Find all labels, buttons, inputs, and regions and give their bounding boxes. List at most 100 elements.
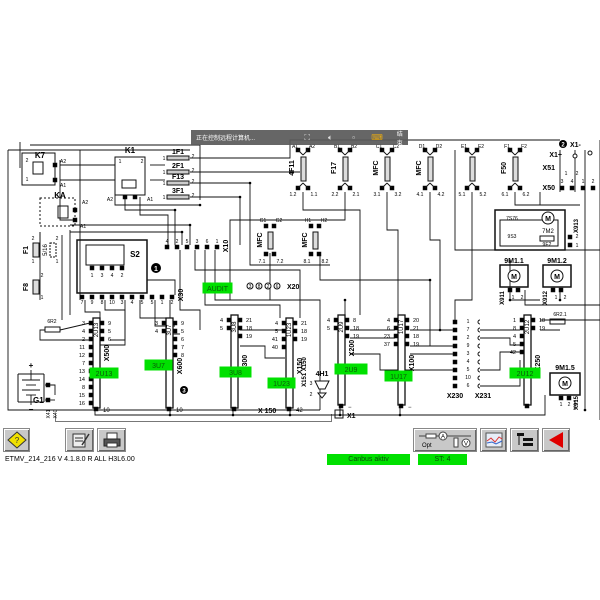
wire: [429, 192, 455, 331]
fuse-pin: D2: [436, 144, 443, 150]
fuse-pin: 1.2: [290, 192, 297, 198]
window-icon[interactable]: ▫: [352, 133, 356, 142]
module-pin-bottom: 10: [176, 408, 183, 414]
x1-ground-label: X1: [347, 413, 356, 420]
measurement-options-button[interactable]: A V Opt: [413, 428, 477, 452]
connector-pin: [286, 406, 292, 412]
opt-label: Opt: [422, 443, 432, 449]
x1-minus-terminal: [587, 150, 593, 156]
connector-pin: [161, 328, 167, 334]
connector-pin: [132, 194, 138, 200]
wire: [514, 192, 580, 206]
edit-button[interactable]: [65, 428, 94, 452]
connector-pin: [344, 325, 350, 331]
module-pin-left: 4: [155, 329, 158, 335]
connector-pin: [172, 352, 178, 358]
x230-pin: 1: [467, 319, 470, 325]
module-badge-2U12-bg: [509, 367, 541, 379]
k1-contact-1: 1: [119, 159, 122, 165]
junction-dot: [558, 298, 562, 302]
module-pin-right: 18: [246, 326, 252, 332]
fuse-pin: E2: [478, 144, 484, 150]
connector-pin: [452, 367, 458, 373]
connector-pin: [281, 320, 287, 326]
fuse-pin: 1: [163, 195, 166, 201]
fuse-mid-label: MFC: [257, 232, 264, 247]
k7-pin-a1: A1: [60, 183, 66, 189]
connector-pin: [308, 223, 314, 229]
canbus-status-badge: Canbus aktiv: [327, 454, 410, 465]
module-pin-left: 4: [387, 318, 390, 324]
motor-m92-label: M: [554, 274, 560, 281]
x30-pin: 2: [171, 300, 174, 306]
module-pin-bottom: −: [241, 408, 245, 414]
connector-pin: [530, 325, 536, 331]
connector-pin: [129, 294, 135, 300]
motor-7m2-housing: [494, 209, 566, 251]
fuse-pin: 4.2: [438, 192, 445, 198]
graph-button[interactable]: [480, 428, 507, 452]
connector-pin: [404, 317, 410, 323]
module-badge-2U12: 2U12: [517, 371, 534, 378]
printer-icon: [103, 432, 120, 448]
fuse-pin: A2: [309, 144, 315, 150]
fuse-pin: 2.1: [353, 192, 360, 198]
fuse-pin: 6.1: [502, 192, 509, 198]
back-button[interactable]: [542, 428, 570, 452]
audit-badge-bg: [202, 282, 233, 294]
connector-pin: [45, 382, 51, 388]
k1-pin-a1: A1: [147, 197, 153, 203]
k7-contact-2: 2: [26, 158, 29, 164]
motor-m91-housing: [499, 264, 529, 288]
module-connector-label: X600: [177, 358, 184, 374]
speaker-icon[interactable]: 🔈︎: [327, 133, 333, 142]
marker-2: [559, 140, 567, 148]
connector-pin: [88, 384, 94, 390]
pin: 2: [568, 402, 571, 408]
k7-contact-1: 1: [26, 177, 29, 183]
fuse-pin: 4.1: [417, 192, 424, 198]
fuse-pin: 1: [32, 259, 35, 265]
fuse-top-label: 4F11: [289, 160, 296, 176]
x30-pin: 8: [101, 300, 104, 306]
x150-label: X 150: [258, 408, 276, 415]
module-pin-left: 15: [79, 393, 85, 399]
version-text: ETMV_214_216 V 4.1.8.0 R ALL H3L6.00: [5, 456, 135, 463]
module-badge-3U7: 3U7: [152, 363, 165, 370]
meter-icon: A V Opt: [419, 431, 471, 449]
module-badge-2U9-bg: [334, 363, 368, 375]
help-button[interactable]: ?: [3, 428, 30, 452]
wire: [514, 182, 521, 189]
wire: [147, 279, 176, 295]
fuse-pin: C1: [376, 144, 383, 150]
wire: [514, 149, 521, 156]
wire: [454, 192, 473, 322]
connector-pin: [194, 244, 200, 250]
connector-pin: [169, 294, 175, 300]
x20-pin: [273, 282, 281, 290]
junction-dot: [438, 328, 442, 332]
k1-contact-2: 2: [141, 159, 144, 165]
module-pin-left: 3: [155, 321, 158, 327]
module-pin-left: 16: [79, 401, 85, 407]
x10-pin: 4: [166, 239, 169, 245]
motor-m91-label: M: [511, 274, 517, 281]
fuse-top-label: F17: [331, 162, 338, 174]
x51-pin: 1: [565, 171, 568, 177]
tree-view-button[interactable]: [510, 428, 539, 452]
x30-pin: 9: [91, 300, 94, 306]
end-button[interactable]: 结束: [396, 131, 403, 147]
fullscreen-icon[interactable]: ⛶: [304, 133, 310, 142]
connector-pin: [231, 406, 237, 412]
connector-pin: [566, 395, 572, 401]
module-badge-2U9: 2U9: [345, 367, 358, 374]
print-button[interactable]: [97, 428, 126, 452]
connector-pin: [507, 287, 513, 293]
wire: [30, 144, 201, 200]
x230-label: X230: [447, 393, 463, 400]
fuse-pin: 5.2: [480, 192, 487, 198]
keyboard-icon[interactable]: ⌨: [371, 133, 383, 142]
wire: [214, 250, 321, 410]
junction-dot: [180, 230, 184, 234]
connector-pin: [88, 344, 94, 350]
